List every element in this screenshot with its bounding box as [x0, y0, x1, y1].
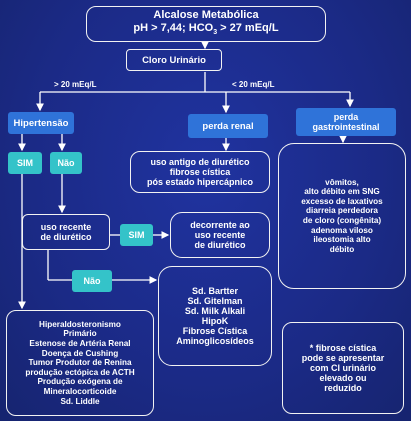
result-line-2: uso recente — [194, 230, 246, 240]
gi-cause-6: adenoma viloso — [311, 225, 373, 235]
hyper-cause-6: produção ectópica de ACTH — [25, 367, 135, 377]
gi-cause-1: vômitos, — [325, 177, 359, 187]
gi-causes-box: vômitos, alto débito em SNG excesso de l… — [278, 143, 406, 289]
yes-label: SIM — [16, 158, 33, 168]
cystic-fibrosis-note-box: * fibrose cística pode se apresentar com… — [282, 322, 404, 414]
hypertension-causes-box: Hiperaldosteronismo Primário Estenose de… — [6, 310, 154, 416]
header-title: Alcalose Metabólica — [153, 8, 259, 21]
criteria-subscript: 3 — [213, 29, 218, 37]
urinary-chloride-box: Cloro Urinário — [126, 49, 222, 71]
hypertension-box: Hipertensão — [8, 112, 74, 134]
high-chloride-label: > 20 mEq/L — [54, 80, 97, 89]
gi-loss-line2: gastrointestinal — [312, 122, 380, 132]
renal-cause-2: fibrose cística — [169, 167, 231, 177]
gi-cause-3: excesso de laxativos — [301, 196, 383, 206]
syndromes-box: Sd. Bartter Sd. Gitelman Sd. Milk Alkali… — [158, 266, 272, 366]
recent-diuretic-line2: de diurético — [40, 232, 92, 242]
criteria-text: pH > 7,44; HCO — [133, 21, 214, 34]
hyper-cause-4: Doença de Cushing — [41, 348, 119, 358]
hyper-cause-8: Mineralocorticoide — [43, 386, 117, 396]
note-line-5: reduzido — [324, 383, 362, 393]
syndrome-4: HipoK — [201, 316, 229, 326]
diuretic-no-box: Não — [72, 270, 112, 292]
hyper-cause-5: Tumor Produtor de Renina — [28, 358, 132, 368]
renal-causes-box: uso antigo de diurético fibrose cística … — [130, 151, 270, 193]
hypertension-label: Hipertensão — [13, 117, 69, 129]
syndrome-6: Aminoglicosídeos — [176, 336, 254, 346]
hyper-cause-1: Hiperaldosteronismo — [39, 319, 121, 329]
hyper-cause-7: Produção exógena de — [37, 377, 123, 387]
hyper-cause-3: Estenose de Artéria Renal — [29, 339, 131, 349]
recent-diuretic-line1: uso recente — [40, 222, 92, 232]
note-line-1: * fibrose cística — [309, 343, 377, 353]
hyper-cause-9: Sd. Liddle — [60, 396, 100, 406]
metabolic-alkalosis-header: Alcalose Metabólica pH > 7,44; HCO3 > 27… — [86, 6, 326, 42]
renal-cause-3: pós estado hipercápnico — [146, 177, 254, 187]
hyper-cause-2: Primário — [63, 329, 97, 339]
syndrome-5: Fibrose Cística — [182, 326, 248, 336]
diuretic-yes-label: SIM — [128, 230, 145, 240]
note-line-2: pode se apresentar — [301, 353, 385, 363]
no-label: Não — [57, 158, 75, 168]
header-criteria: pH > 7,44; HCO3 > 27 mEq/L — [133, 22, 278, 39]
gi-cause-4: diarreia perdedora — [306, 206, 378, 216]
hypertension-yes-box: SIM — [8, 152, 42, 174]
low-chloride-label: < 20 mEq/L — [232, 80, 275, 89]
gi-cause-8: débito — [329, 244, 355, 254]
recent-diuretic-box: uso recente de diurético — [22, 214, 110, 250]
renal-cause-1: uso antigo de diurético — [150, 157, 250, 167]
renal-loss-label: perda renal — [202, 120, 254, 132]
syndrome-3: Sd. Milk Alkali — [184, 306, 246, 316]
diuretic-yes-box: SIM — [120, 224, 153, 246]
result-line-3: de diurético — [194, 240, 246, 250]
gi-cause-5: de cloro (congênita) — [302, 216, 382, 225]
renal-loss-box: perda renal — [188, 114, 268, 138]
gi-loss-box: perda gastrointestinal — [296, 108, 396, 136]
syndrome-1: Sd. Bartter — [191, 286, 238, 296]
gi-loss-line1: perda — [333, 112, 359, 122]
criteria-text-end: > 27 mEq/L — [217, 21, 279, 34]
gi-cause-2: alto débito em SNG — [304, 187, 380, 197]
gi-cause-7: ileostomia alto — [313, 235, 371, 245]
diuretic-no-label: Não — [83, 276, 101, 286]
recent-diuretic-result-box: decorrente ao uso recente de diurético — [170, 212, 270, 258]
note-line-4: elevado ou — [319, 373, 367, 383]
result-line-1: decorrente ao — [190, 220, 250, 230]
syndrome-2: Sd. Gitelman — [187, 296, 243, 306]
hypertension-no-box: Não — [50, 152, 82, 174]
urinary-chloride-label: Cloro Urinário — [142, 54, 206, 66]
note-line-3: com Cl urinário — [309, 363, 376, 373]
